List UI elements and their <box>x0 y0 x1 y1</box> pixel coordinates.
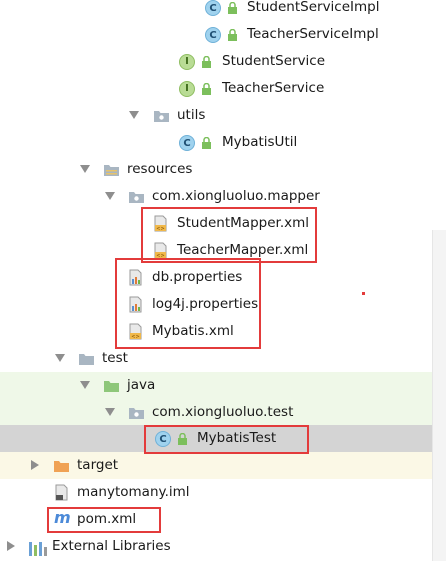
tree-row-teacher-mapper-xml[interactable]: <> TeacherMapper.xml <box>0 237 446 264</box>
tree-row-test-package[interactable]: com.xiongluoluo.test <box>0 399 446 426</box>
tree-item-label: utils <box>177 107 206 123</box>
lock-icon <box>228 29 237 41</box>
resources-folder-icon <box>104 165 119 176</box>
tree-row-teacher-service[interactable]: I TeacherService <box>0 75 446 102</box>
tree-item-label: target <box>77 457 119 473</box>
tree-item-label: db.properties <box>152 269 243 285</box>
expand-arrow-icon[interactable] <box>55 354 65 362</box>
tree-row-mybatis-util[interactable]: C MybatisUtil <box>0 129 446 156</box>
tree-row-target[interactable]: target <box>0 452 446 479</box>
lock-icon <box>202 56 211 68</box>
tree-row-student-service[interactable]: I StudentService <box>0 48 446 75</box>
package-folder-icon <box>129 192 144 203</box>
maven-icon: m <box>54 508 71 527</box>
tree-item-label: StudentMapper.xml <box>177 215 310 231</box>
svg-text:<>: <> <box>131 334 139 340</box>
collapse-arrow-icon[interactable] <box>7 541 15 551</box>
tree-item-label: manytomany.iml <box>77 484 190 500</box>
test-class-icon: C <box>155 431 171 447</box>
tree-row-external-libraries[interactable]: External Libraries <box>0 533 446 560</box>
iml-file-icon <box>55 484 68 501</box>
tree-row-resources[interactable]: resources <box>0 156 446 183</box>
properties-file-icon <box>129 269 142 286</box>
lock-icon <box>178 433 187 445</box>
tree-item-label: StudentServiceImpl <box>247 0 380 15</box>
folder-icon <box>79 354 94 365</box>
tree-row-utils[interactable]: utils <box>0 102 446 129</box>
tree-row-log4j-properties[interactable]: log4j.properties <box>0 291 446 318</box>
tree-item-label: com.xiongluoluo.test <box>152 404 294 420</box>
tree-row-mybatis-xml[interactable]: <> Mybatis.xml <box>0 318 446 345</box>
tree-item-label: TeacherServiceImpl <box>247 26 379 42</box>
properties-file-icon <box>129 296 142 313</box>
tree-row-test-java[interactable]: java <box>0 372 446 399</box>
tree-row-iml[interactable]: manytomany.iml <box>0 479 446 506</box>
tree-item-label: com.xiongluoluo.mapper <box>152 188 320 204</box>
tree-row-test[interactable]: test <box>0 345 446 372</box>
lock-icon <box>202 137 211 149</box>
libraries-icon <box>29 540 49 556</box>
class-icon: C <box>179 135 195 151</box>
tree-item-label: MybatisTest <box>197 430 277 446</box>
expand-arrow-icon[interactable] <box>105 192 115 200</box>
tree-item-label: resources <box>127 161 193 177</box>
tree-item-label: pom.xml <box>77 511 137 527</box>
lock-icon <box>228 2 237 14</box>
svg-text:<>: <> <box>156 253 164 259</box>
tree-item-label: Mybatis.xml <box>152 323 234 339</box>
interface-icon: I <box>179 81 195 97</box>
tree-item-label: StudentService <box>222 53 326 69</box>
tree-item-label: MybatisUtil <box>222 134 298 150</box>
tree-item-label: TeacherService <box>222 80 325 96</box>
tree-row-teacher-service-impl[interactable]: C TeacherServiceImpl <box>0 21 446 48</box>
tree-row-mybatis-test[interactable]: C MybatisTest <box>0 425 446 452</box>
expand-arrow-icon[interactable] <box>105 408 115 416</box>
expand-arrow-icon[interactable] <box>80 165 90 173</box>
vertical-scrollbar[interactable] <box>432 230 446 561</box>
expand-arrow-icon[interactable] <box>129 111 139 119</box>
expand-arrow-icon[interactable] <box>80 381 90 389</box>
xml-file-icon: <> <box>154 242 167 259</box>
tree-item-label: test <box>102 350 128 366</box>
test-source-folder-icon <box>104 381 119 392</box>
tree-row-db-properties[interactable]: db.properties <box>0 264 446 291</box>
class-icon: C <box>205 27 221 43</box>
tree-row-mapper-package[interactable]: com.xiongluoluo.mapper <box>0 183 446 210</box>
tree-row-student-mapper-xml[interactable]: <> StudentMapper.xml <box>0 210 446 237</box>
collapse-arrow-icon[interactable] <box>31 460 39 470</box>
interface-icon: I <box>179 54 195 70</box>
xml-file-icon: <> <box>154 215 167 232</box>
tree-item-label: External Libraries <box>52 538 171 554</box>
tree-row-student-service-impl[interactable]: C StudentServiceImpl <box>0 0 446 21</box>
lock-icon <box>202 83 211 95</box>
tree-row-pom-xml[interactable]: m pom.xml <box>0 506 446 533</box>
tree-item-label: java <box>127 377 156 393</box>
class-icon: C <box>205 0 221 16</box>
tree-item-label: TeacherMapper.xml <box>177 242 309 258</box>
package-folder-icon <box>129 408 144 419</box>
excluded-folder-icon <box>54 461 69 472</box>
red-dot <box>362 292 365 295</box>
tree-item-label: log4j.properties <box>152 296 259 312</box>
xml-file-icon: <> <box>129 323 142 340</box>
svg-text:<>: <> <box>156 226 164 232</box>
package-folder-icon <box>154 111 169 122</box>
